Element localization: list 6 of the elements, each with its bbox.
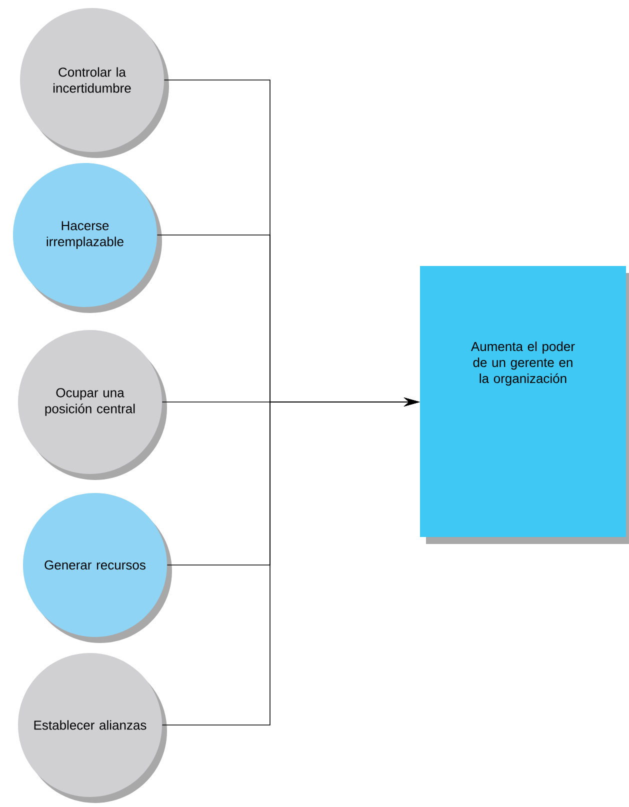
process-box: Aumenta el poder de un gerente en la organización <box>420 266 629 544</box>
circle-node: Hacerse irremplazable <box>13 163 162 313</box>
circle-node: Ocupar una posición central <box>18 330 167 480</box>
circle-node: Establecer alianzas <box>18 653 167 803</box>
circle-node: Controlar la incertidumbre <box>20 8 169 158</box>
circle-node: Generar recursos <box>23 493 172 643</box>
